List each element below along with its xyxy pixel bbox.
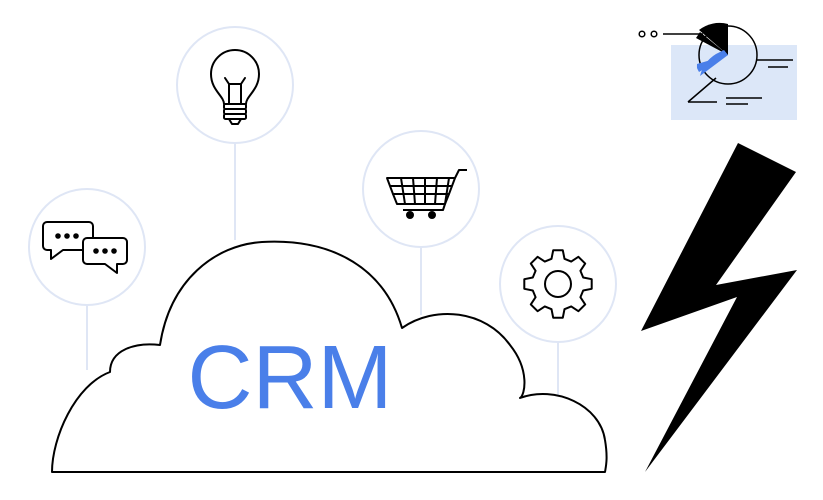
gear-icon [523,249,593,319]
panel-lines [687,59,793,105]
shopping-cart-icon [386,169,467,219]
cloud-label: CRM [188,328,393,428]
connector-lines [86,143,559,395]
pie-chart-icon [696,22,758,85]
dot-1 [638,30,646,38]
cart-circle [362,130,480,248]
analytics-panel [638,22,797,120]
dot-2 [650,30,658,38]
lightbulb-icon [210,49,260,125]
gear-circle [499,225,617,343]
crm-cloud [51,240,608,473]
chat-bubbles-icon [42,221,128,274]
lightning-bolt-icon [641,143,797,472]
panel-background [671,45,797,120]
